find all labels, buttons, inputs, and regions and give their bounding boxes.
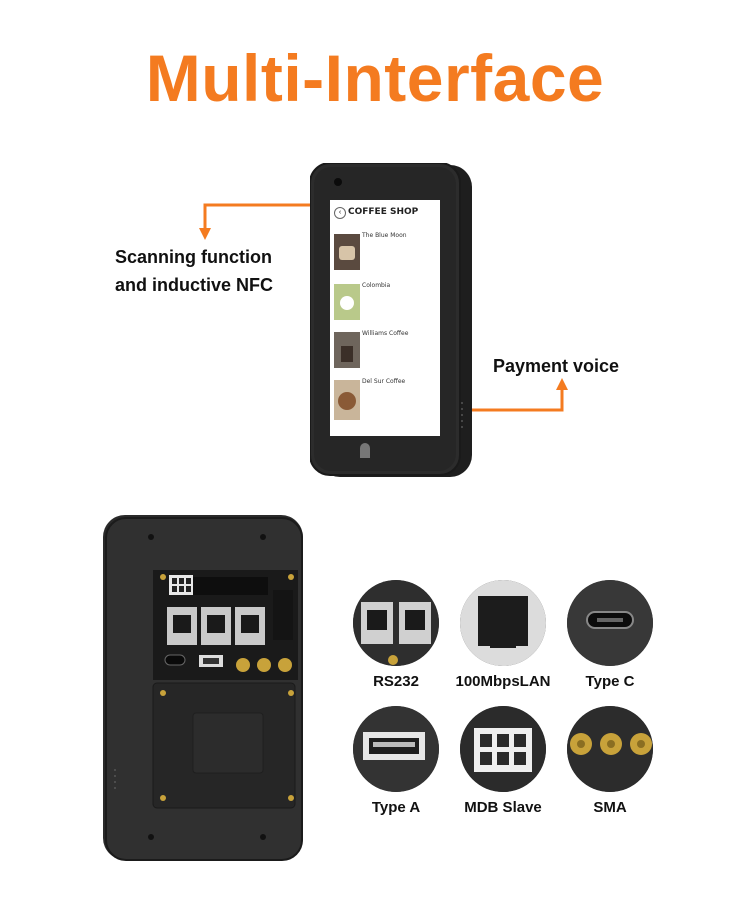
- back-device: [103, 515, 303, 861]
- nfc-icon: [360, 443, 370, 458]
- menu-item-name: Williams Coffee: [362, 330, 409, 337]
- lan-port-image: [460, 580, 546, 666]
- port-label: Type A: [371, 799, 421, 816]
- rs232-port-image: [353, 580, 439, 666]
- scanning-callout-line1: Scanning function: [115, 247, 272, 267]
- sma-port-image: [567, 706, 653, 792]
- screen-header: COFFEE SHOP: [348, 207, 419, 217]
- coffee-image: [334, 332, 360, 368]
- port-label: RS232: [373, 673, 419, 690]
- payment-arrowhead: [556, 378, 568, 390]
- port-label: 100MbpsLAN: [455, 673, 551, 690]
- port-label: SMA: [593, 799, 627, 816]
- coffee-image: [334, 284, 360, 320]
- mdb-slave-port-image: [460, 706, 546, 792]
- device-screen: ‹ COFFEE SHOP The Blue Moon Colombia Wil…: [330, 200, 440, 436]
- scanning-callout-line2: and inductive NFC: [115, 275, 274, 295]
- page-title: Multi-Interface: [145, 41, 605, 115]
- port-label: MDB Slave: [464, 799, 542, 816]
- scanning-arrow: [203, 203, 336, 232]
- front-device: ‹ COFFEE SHOP The Blue Moon Colombia Wil…: [310, 163, 472, 477]
- scanning-arrowhead: [199, 228, 211, 240]
- scanning-callout: Scanning function and inductive NFC: [115, 243, 273, 299]
- payment-voice-callout: Payment voice: [493, 356, 620, 376]
- menu-item: The Blue Moon: [334, 230, 438, 274]
- type-c-port-image: [567, 580, 653, 666]
- coffee-image: [334, 234, 360, 270]
- menu-item: Del Sur Coffee: [334, 376, 438, 426]
- type-a-port-image: [353, 706, 439, 792]
- menu-item-name: The Blue Moon: [362, 232, 407, 239]
- menu-item-name: Del Sur Coffee: [362, 378, 406, 385]
- menu-item: Colombia: [334, 280, 438, 324]
- camera-icon: [334, 178, 342, 186]
- coffee-image: [334, 380, 360, 420]
- payment-arrow: [460, 386, 564, 412]
- menu-item-name: Colombia: [362, 282, 391, 289]
- back-arrow-icon: ‹: [334, 207, 346, 219]
- rj45-ports: [167, 607, 265, 645]
- port-label: Type C: [585, 673, 635, 690]
- menu-item: Williams Coffee: [334, 328, 438, 372]
